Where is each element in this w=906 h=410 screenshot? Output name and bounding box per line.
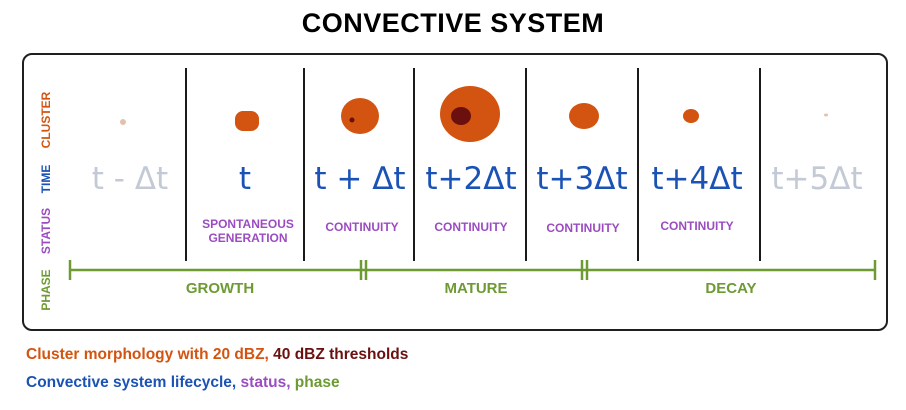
- column-divider: [185, 68, 187, 261]
- legend-line-cluster: Cluster morphology with 20 dBZ, 40 dBZ t…: [26, 346, 408, 364]
- time-label: t + Δt: [314, 161, 406, 197]
- cluster-tiny-faded-end: [824, 113, 828, 117]
- phase-label-growth: GROWTH: [185, 280, 255, 297]
- cluster-small: [235, 111, 259, 131]
- cluster-tiny-faded: [120, 119, 126, 125]
- column-divider: [413, 68, 415, 261]
- cluster-small-decay: [683, 109, 699, 123]
- time-label: t+3Δt: [536, 161, 628, 197]
- legend-40dbz: 40 dBZ thresholds: [268, 346, 409, 363]
- phase-label-mature: MATURE: [444, 280, 508, 297]
- status-label: CONTINUITY: [546, 221, 620, 235]
- legend-lifecycle: Convective system lifecycle,: [26, 374, 237, 391]
- phase-label-decay: DECAY: [705, 280, 757, 297]
- legend-20dbz: Cluster morphology with 20 dBZ,: [26, 346, 269, 363]
- time-label: t+2Δt: [425, 161, 517, 197]
- column-divider: [525, 68, 527, 261]
- status-label: CONTINUITY: [434, 220, 508, 234]
- time-label: t+5Δt: [771, 161, 863, 197]
- status-label: CONTINUITY: [660, 219, 734, 233]
- status-label-line: SPONTANEOUS: [202, 217, 294, 231]
- cluster-large-core: [451, 107, 471, 125]
- column-divider: [303, 68, 305, 261]
- diagram-title: CONVECTIVE SYSTEM: [301, 8, 605, 38]
- legend-phase: phase: [290, 374, 340, 391]
- cluster-shrinking: [569, 103, 599, 129]
- time-label: t - Δt: [91, 161, 169, 197]
- phase-timeline: [68, 260, 877, 280]
- lifecycle-panel: [22, 53, 888, 331]
- column-divider: [637, 68, 639, 261]
- time-label: t+4Δt: [651, 161, 743, 197]
- cluster-medium-core: [349, 117, 355, 123]
- status-label-line: GENERATION: [208, 231, 288, 245]
- time-label: t: [238, 161, 252, 197]
- legend-line-lifecycle: Convective system lifecycle, status, pha…: [26, 374, 340, 392]
- status-label: CONTINUITY: [325, 220, 399, 234]
- status-label: SPONTANEOUS GENERATION: [183, 217, 313, 245]
- legend-status: status,: [236, 374, 291, 391]
- column-divider: [759, 68, 761, 261]
- cluster-medium: [341, 98, 379, 134]
